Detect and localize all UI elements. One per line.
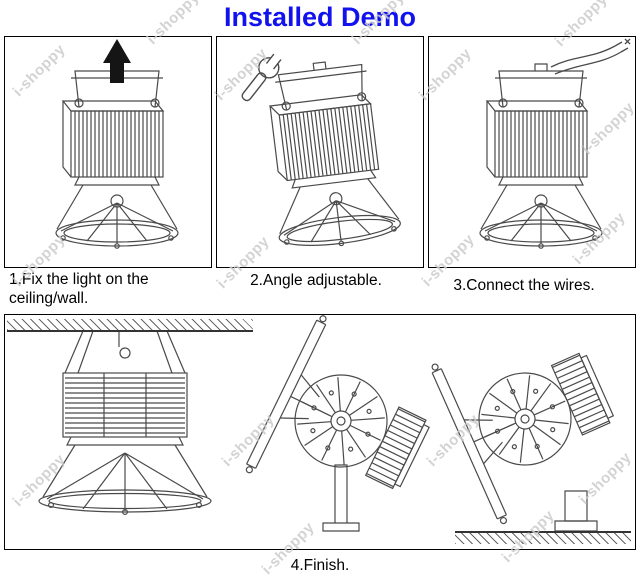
captions-row: 1.Fix the light on the ceiling/wall. 2.A… — [0, 268, 640, 314]
step1-panel — [4, 36, 212, 268]
step3-caption: 3.Connect the wires. — [453, 277, 595, 294]
up-arrow-icon — [103, 39, 131, 83]
step4-panel — [4, 314, 636, 550]
step4-caption: 4.Finish. — [290, 557, 350, 574]
ceiling-hatch — [7, 319, 253, 332]
step-panels-row — [0, 36, 640, 268]
step1-illustration — [55, 39, 179, 249]
wrench-icon — [241, 52, 283, 102]
page-title: Installed Demo — [223, 2, 417, 32]
mounted-light-drawing — [38, 330, 212, 516]
floodlight-drawing — [479, 63, 603, 249]
pedestal — [554, 490, 598, 532]
ground-hatch — [455, 531, 631, 544]
step2-caption: 2.Angle adjustable. — [250, 272, 382, 289]
step3-panel — [428, 36, 636, 268]
step2-illustration — [241, 52, 403, 254]
step4-illustration — [38, 315, 635, 536]
floodlight-drawing — [55, 63, 179, 249]
step2-panel — [216, 36, 424, 268]
step1-caption-text: 1.Fix the light on the ceiling/wall. — [9, 271, 149, 308]
step1-caption: 1.Fix the light on the ceiling/wall. — [4, 268, 212, 314]
step3-illustration — [479, 38, 631, 249]
middle-stand — [322, 464, 360, 532]
wires-drawing — [550, 38, 631, 75]
floodlight-drawing — [258, 54, 403, 254]
tilted-light-right — [428, 315, 635, 526]
tilted-light-left — [242, 315, 454, 536]
